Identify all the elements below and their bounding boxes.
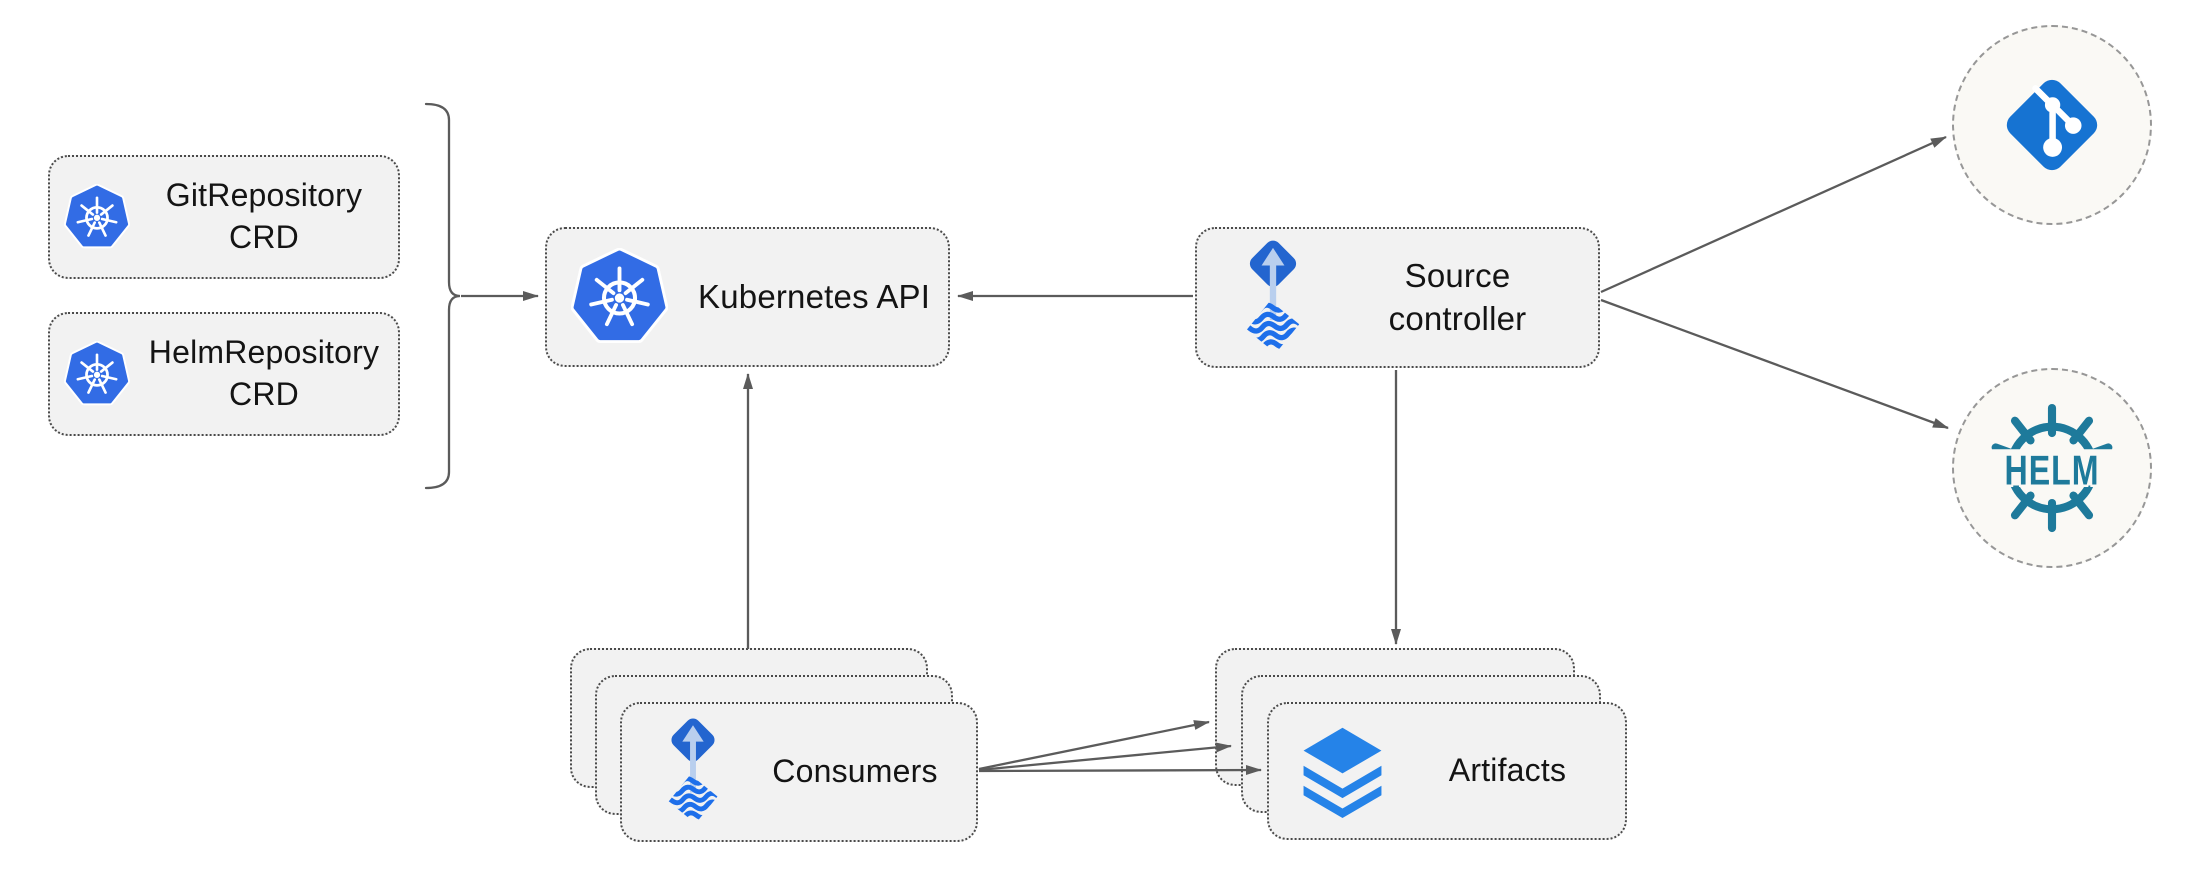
consumers-node: Consumers xyxy=(620,702,978,842)
arrow-source-to-helm xyxy=(1600,298,1949,430)
helm-crd-label: HelmRepository CRD xyxy=(148,334,380,412)
helm-wheel-icon: HELM xyxy=(1991,403,2113,533)
artifacts-label: Artifacts xyxy=(1448,752,1567,789)
flux-icon xyxy=(652,717,734,827)
helm-wordmark: HELM xyxy=(2005,447,2100,493)
kubernetes-icon xyxy=(571,248,668,347)
git-crd-node: GitRepository CRD xyxy=(48,155,400,279)
git-icon xyxy=(1993,66,2111,184)
helm-text-band xyxy=(1992,449,2112,486)
layers-icon xyxy=(1295,724,1390,819)
source-controller-node: Source controller xyxy=(1195,227,1600,368)
git-endpoint-circle xyxy=(1952,25,2152,225)
artifacts-node: Artifacts xyxy=(1267,702,1627,840)
kubernetes-api-node: Kubernetes API xyxy=(545,227,950,367)
crd-group-brace xyxy=(424,102,461,490)
kubernetes-icon xyxy=(64,341,130,408)
arrow-source-to-git xyxy=(1600,135,1947,294)
helm-crd-node: HelmRepository CRD xyxy=(48,312,400,436)
source-controller-label: Source controller xyxy=(1388,256,1527,337)
kubernetes-icon xyxy=(64,184,130,251)
flux-icon xyxy=(1229,239,1317,357)
kubernetes-api-label: Kubernetes API xyxy=(698,277,931,315)
git-crd-label: GitRepository CRD xyxy=(165,177,363,255)
helm-endpoint-circle: HELM xyxy=(1952,368,2152,568)
consumers-label: Consumers xyxy=(772,753,938,790)
arrow-consumers-to-artifacts-1 xyxy=(978,720,1210,771)
arrow-consumers-to-artifacts-2 xyxy=(978,742,1232,772)
